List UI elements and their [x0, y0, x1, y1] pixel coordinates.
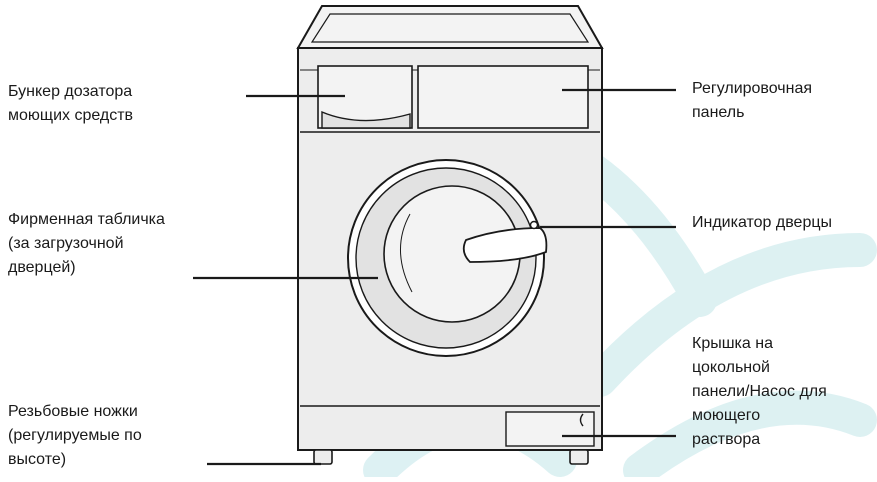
dispenser-handle	[321, 110, 411, 129]
label-pump-cover: Крышка на цокольной панели/Насос для мою…	[692, 335, 827, 448]
top-lid-inner-edge	[310, 13, 590, 43]
pump-cover	[505, 411, 595, 447]
label-rating-plate: Фирменная табличка (за загрузочной дверц…	[8, 211, 165, 276]
door-glass-reflection	[400, 213, 413, 293]
label-control-panel: Регулировочная панель	[692, 80, 813, 121]
foot-right	[569, 449, 589, 465]
pump-cover-latch	[579, 413, 584, 427]
door-handle	[462, 227, 548, 263]
foot-left	[313, 449, 333, 465]
label-door-indicator: Индикатор дверцы	[692, 214, 833, 231]
leader-lines	[193, 88, 676, 466]
label-detergent-dispenser: Бункер дозатора моющих средств	[8, 83, 134, 124]
label-adjustable-feet: Резьбовые ножки (регулируемые по высоте)	[8, 403, 142, 468]
door-indicator-light	[529, 220, 539, 230]
control-panel	[417, 65, 589, 129]
